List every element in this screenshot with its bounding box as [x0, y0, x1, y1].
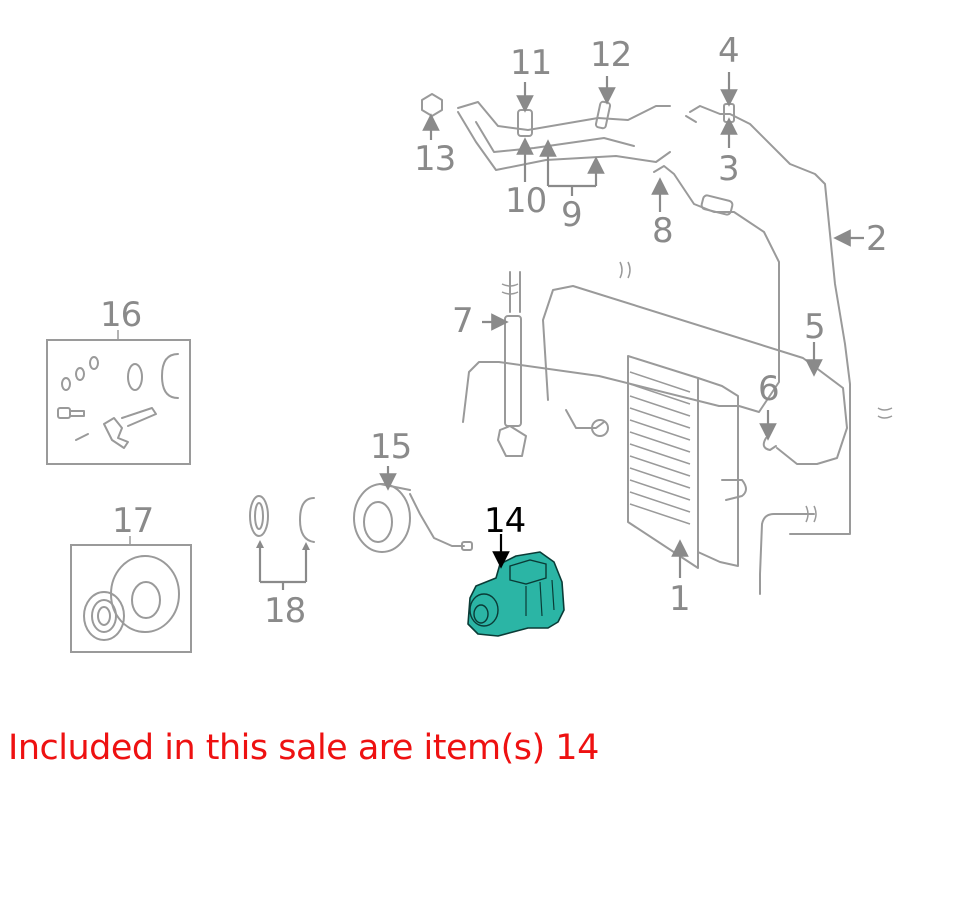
callout-6[interactable]: 6 [758, 369, 780, 409]
parts-diagram-art [46, 72, 893, 653]
part-2-liquid-line [685, 72, 893, 595]
callout-1[interactable]: 1 [669, 579, 691, 619]
part-11-service-valve [516, 82, 534, 182]
callout-17[interactable]: 17 [112, 501, 154, 541]
included-items-caption: Included in this sale are item(s) 14 [8, 728, 599, 768]
callout-13[interactable]: 13 [414, 139, 456, 179]
callout-7[interactable]: 7 [452, 301, 474, 341]
callout-14-highlighted[interactable]: 14 [484, 501, 526, 541]
part-7-suction-hose [482, 271, 527, 457]
callout-8[interactable]: 8 [652, 211, 674, 251]
callout-12[interactable]: 12 [590, 35, 632, 75]
callout-11[interactable]: 11 [510, 43, 552, 83]
callout-9[interactable]: 9 [561, 195, 583, 235]
part-15-clutch-coil [353, 466, 473, 553]
part-14-compressor-highlighted [467, 534, 565, 637]
callout-15[interactable]: 15 [370, 427, 412, 467]
part-9-manifold-tube [457, 101, 671, 196]
callout-16[interactable]: 16 [100, 295, 142, 335]
callout-18[interactable]: 18 [264, 591, 306, 631]
callout-5[interactable]: 5 [804, 307, 826, 347]
part-18-o-rings [249, 495, 315, 590]
part-5-discharge-hose [542, 285, 848, 465]
callout-10[interactable]: 10 [505, 181, 547, 221]
part-12-pressure-switch [594, 76, 616, 130]
callout-3[interactable]: 3 [718, 149, 740, 189]
callout-4[interactable]: 4 [718, 31, 740, 71]
part-13-cap [421, 93, 443, 140]
callout-2[interactable]: 2 [866, 219, 888, 259]
part-17-clutch-pulley-box [70, 536, 192, 653]
parts-diagram: 1 2 3 4 5 6 7 8 9 10 11 12 13 14 15 16 1… [46, 31, 893, 653]
part-1-condenser [627, 355, 747, 578]
part-6-hose-fitting [759, 410, 777, 451]
part-8-hose [462, 165, 780, 423]
part-16-seal-kit-box [46, 330, 191, 465]
